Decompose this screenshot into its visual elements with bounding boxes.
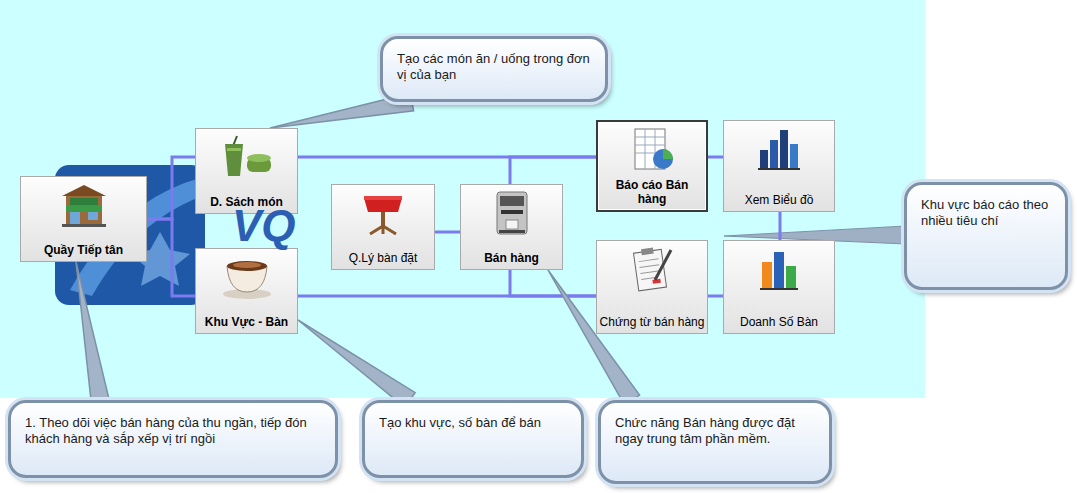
menu-button-box: D. Sách món	[195, 128, 298, 214]
icon	[461, 190, 562, 236]
connector-line	[779, 212, 782, 240]
connector-line	[147, 157, 195, 219]
report-icon	[627, 127, 677, 173]
connector-line	[510, 270, 596, 296]
button-label: Khu Vực - Bàn	[198, 315, 295, 329]
connector-line	[708, 156, 723, 159]
callout-text: Khu vực báo cáo theo nhiều tiêu chí	[921, 197, 1051, 229]
bar-chart-icon	[754, 126, 804, 172]
menu-button-box: Doanh Số Bàn	[723, 240, 835, 334]
store-icon	[58, 182, 110, 228]
button-label: Doanh Số Bàn	[726, 315, 832, 329]
icon	[724, 246, 834, 292]
icon	[332, 190, 434, 236]
coffee-icon	[219, 254, 275, 300]
icon	[597, 246, 707, 292]
callout-bubble: 1. Theo dõi việc bán hàng của thu ngần, …	[8, 400, 338, 478]
document-icon	[627, 246, 677, 292]
cyan-panel	[0, 0, 925, 398]
menu-button-box: Chứng từ bán hàng	[596, 240, 708, 334]
espresso-machine-icon	[487, 190, 537, 236]
callout-text: 1. Theo dõi việc bán hàng của thu ngần, …	[25, 415, 321, 447]
menu-button-box: Bán hàng	[460, 184, 563, 270]
menu-button-box: Q.Lý bàn đặt	[331, 184, 435, 270]
callout-text: Tạo khu vực, số bàn để bán	[379, 415, 567, 431]
connector-line	[435, 231, 460, 234]
connector-line	[147, 219, 195, 296]
button-label: Quầy Tiếp tân	[23, 243, 144, 257]
connector-line	[510, 157, 596, 184]
button-label: Báo cáo Bán hàng	[600, 178, 704, 206]
callout-tail	[298, 320, 415, 407]
callout-tail	[76, 262, 109, 402]
button-label: Xem Biểu đồ	[726, 193, 832, 207]
icon	[196, 254, 297, 300]
callout-bubble: Tạo khu vực, số bàn để bán	[362, 400, 584, 478]
callout-bubble: Tạo các món ăn / uống trong đơn vị của b…	[380, 36, 608, 102]
button-label: Q.Lý bàn đặt	[334, 251, 432, 265]
connector-line	[708, 295, 723, 298]
menu-button-box: Quầy Tiếp tân	[20, 176, 147, 262]
menu-icon	[219, 134, 275, 180]
icon	[196, 134, 297, 180]
menu-button-box: Khu Vực - Bàn	[195, 248, 298, 334]
callout-text: Tạo các món ăn / uống trong đơn vị của b…	[397, 51, 591, 83]
logo-text: VQ	[232, 204, 296, 248]
callout-bubble: Chức năng Bán hàng được đặt ngay trung t…	[598, 400, 832, 484]
table-icon	[358, 190, 408, 236]
icon	[724, 126, 834, 172]
button-label: Bán hàng	[463, 251, 560, 265]
icon	[598, 127, 706, 173]
button-label: Chứng từ bán hàng	[599, 315, 705, 329]
menu-button-box: Báo cáo Bán hàng	[596, 120, 708, 212]
sales-chart-icon	[754, 246, 804, 292]
menu-button-box: Xem Biểu đồ	[723, 120, 835, 212]
callout-bubble: Khu vực báo cáo theo nhiều tiêu chí	[904, 182, 1068, 290]
icon	[21, 182, 146, 228]
callout-text: Chức năng Bán hàng được đặt ngay trung t…	[615, 415, 815, 447]
